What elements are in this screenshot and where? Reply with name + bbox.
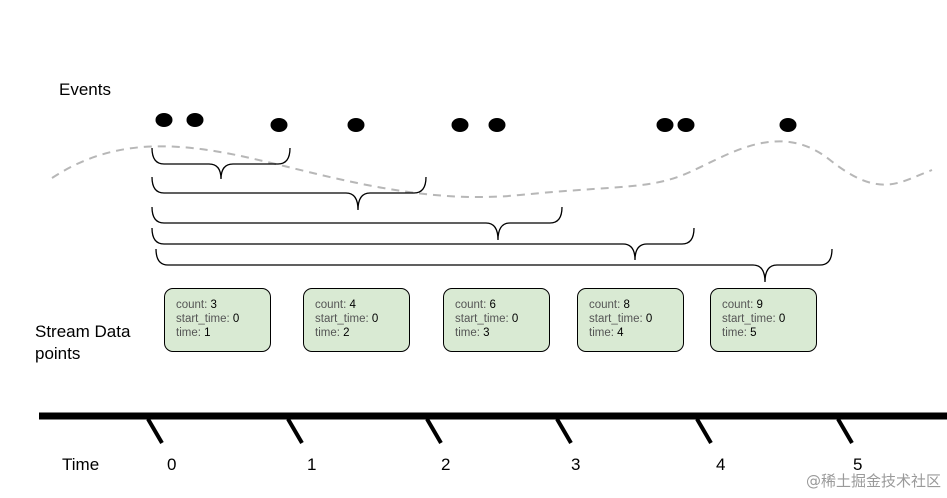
window-brace-5 [155,248,833,283]
window-braces [151,147,833,283]
tick-label-5: 5 [853,455,863,474]
time-ticks [146,417,854,445]
start-time-line: start_time: 0 [315,313,379,325]
time-tick [695,417,713,445]
count-line: count: 3 [176,299,217,311]
start-time-line: start_time: 0 [455,313,519,325]
count-line: count: 6 [455,299,496,311]
data-point-box-3: count: 6 start_time: 0 time: 3 [443,288,550,352]
event-dot [451,118,469,132]
event-dot [270,118,288,132]
window-brace-2 [151,176,427,211]
time-line: time: 2 [315,327,350,339]
time-line: time: 4 [589,327,624,339]
window-brace-3 [151,206,563,241]
tick-label-0: 0 [167,455,177,474]
window-brace-4 [151,227,695,261]
event-dot [155,113,173,127]
event-dot [347,118,365,132]
start-time-line: start_time: 0 [176,313,240,325]
tick-label-1: 1 [307,455,317,474]
watermark: @稀土掘金技术社区 [805,472,941,490]
event-dot [488,118,506,132]
data-point-box-5: count: 9 start_time: 0 time: 5 [710,288,817,352]
time-line: time: 5 [722,327,757,339]
count-line: count: 4 [315,299,356,311]
events-label: Events [59,80,111,99]
start-time-line: start_time: 0 [589,313,653,325]
time-tick [836,417,854,445]
data-point-box-4: count: 8 start_time: 0 time: 4 [577,288,684,352]
data-point-box-1: count: 3 start_time: 0 time: 1 [164,288,271,352]
tick-label-4: 4 [716,455,726,474]
start-time-line: start_time: 0 [722,313,786,325]
event-dots [155,113,797,132]
time-line: time: 1 [176,327,211,339]
stream-label-text: Stream Data points [35,322,131,363]
tick-label-3: 3 [571,455,581,474]
time-line: time: 3 [455,327,490,339]
event-dot [677,118,695,132]
event-dot [186,113,204,127]
count-line: count: 9 [722,299,763,311]
stream-data-points-label: Stream Data points [35,321,147,365]
time-tick [555,417,573,445]
time-tick [425,417,443,445]
time-label: Time [62,455,100,474]
count-line: count: 8 [589,299,630,311]
data-point-box-2: count: 4 start_time: 0 time: 2 [303,288,410,352]
time-tick [146,417,164,445]
event-dot [656,118,674,132]
tick-label-2: 2 [441,455,451,474]
time-tick [286,417,304,445]
window-brace-1 [151,147,291,180]
event-dot [779,118,797,132]
stream-wave-dashed [51,140,933,198]
